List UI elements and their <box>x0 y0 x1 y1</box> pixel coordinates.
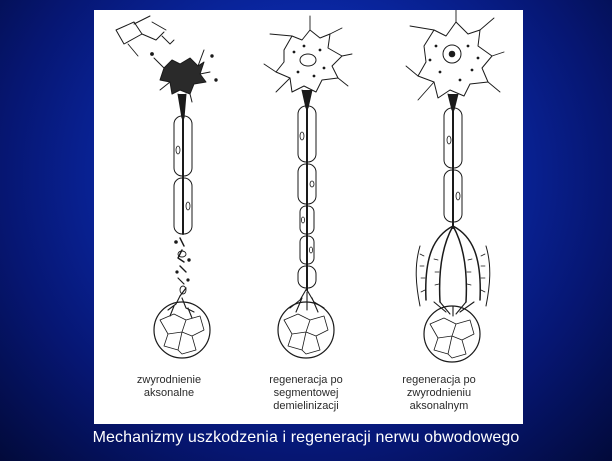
neuron-regeneration <box>406 10 504 362</box>
caption-axonal-degeneration: zwyrodnienie aksonalne <box>109 374 229 400</box>
caption-axonal-regeneration: regeneracja po zwyrodnieniu aksonalnym <box>379 374 499 413</box>
slide-title: Mechanizmy uszkodzenia i regeneracji ner… <box>0 429 612 447</box>
neuron-illustration <box>94 10 523 424</box>
neuron-demyelination <box>264 16 352 358</box>
neuron-degenerating <box>116 16 217 358</box>
neuron-diagram-panel: zwyrodnienie aksonalne regeneracja po se… <box>94 10 523 424</box>
caption-segmental-demyelination: regeneracja po segmentowej demielinizacj… <box>246 374 366 413</box>
